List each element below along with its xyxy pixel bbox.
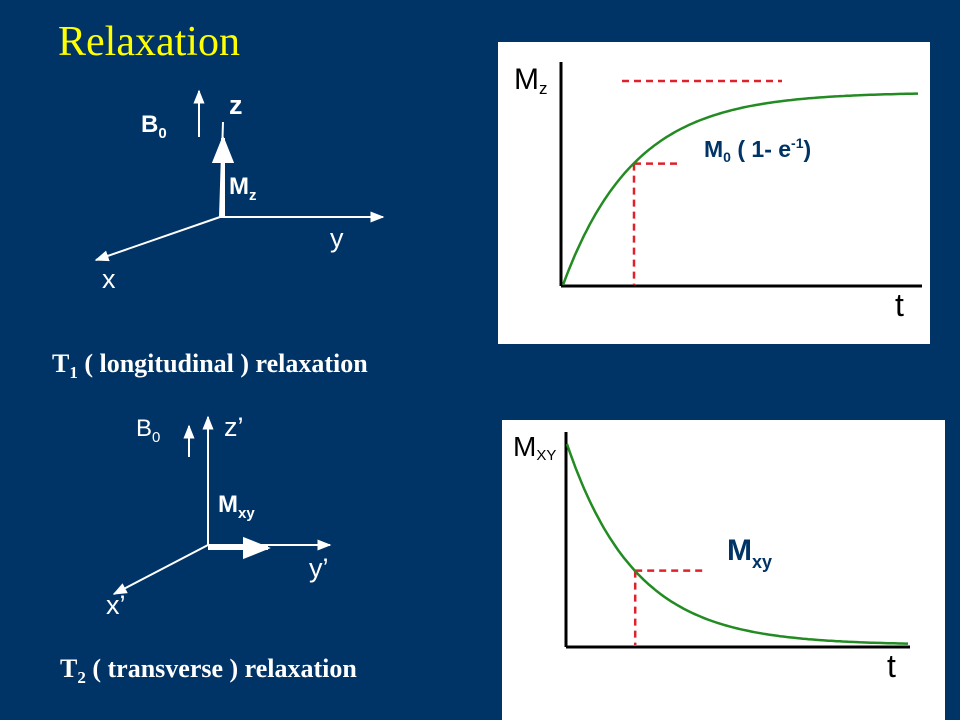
t1-axes-diagram: B0 z Mz y x [94,89,385,294]
page-title: Relaxation [58,19,240,65]
t2-x-label: x’ [106,590,126,620]
chart2-xlabel: t [887,648,896,684]
chart1-annotation: M0 ( 1- e-1) [704,135,811,165]
t1-b0-label: B0 [141,111,167,142]
t2-decay-chart: MXY t Mxy [502,420,945,720]
t1-x-axis [94,216,221,262]
chart1-mz-curve [561,92,918,286]
t2-mxy-label: Mxy [218,491,255,522]
t1-y-label: y [330,223,344,253]
t1-caption: T1 ( longitudinal ) relaxation [52,349,368,382]
t2-z-label: z’ [224,412,244,442]
t2-axes-diagram: B0 z’ Mxy y’ x’ [106,412,332,620]
chart2-mxy-curve [565,443,908,645]
t1-z-label: z [229,90,243,120]
t1-recovery-chart: Mz t M0 ( 1- e-1) [498,42,930,344]
chart1-panel [498,42,930,344]
chart1-ylabel: Mz [514,63,548,98]
t2-y-label: y’ [309,553,329,583]
t1-x-label: x [102,264,116,294]
chart2-ylabel: MXY [513,431,556,464]
t2-b0-label: B0 [136,415,160,446]
chart1-xlabel: t [895,287,904,323]
t2-caption: T2 ( transverse ) relaxation [60,654,357,687]
t2-x-axis [112,544,209,595]
t1-mz-label: Mz [229,173,257,204]
chart2-panel [502,420,945,720]
chart2-annotation: Mxy [727,534,772,572]
